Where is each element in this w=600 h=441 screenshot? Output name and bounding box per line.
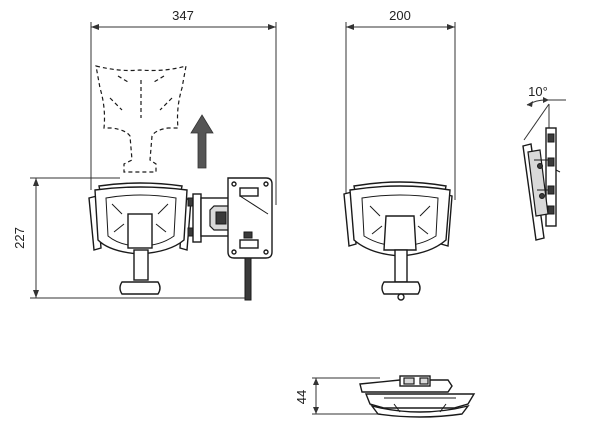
dimension-side-width: 200 <box>345 8 456 200</box>
depth-label: 44 <box>294 390 309 404</box>
dimension-front-width: 347 <box>90 8 277 205</box>
up-arrow-icon <box>190 114 214 169</box>
side-view-mount <box>343 181 453 301</box>
dimension-height: 227 <box>12 177 250 299</box>
dimension-tilt-angle: 10° <box>523 84 566 141</box>
top-view-mount <box>359 375 476 418</box>
side-width-label: 200 <box>389 8 411 23</box>
front-view-mount <box>88 182 195 295</box>
ghost-raised-position <box>95 65 187 173</box>
dimension-depth: 44 <box>294 377 380 415</box>
tilt-angle-label: 10° <box>528 84 548 99</box>
front-width-label: 347 <box>172 8 194 23</box>
tilt-view-mount <box>522 127 561 241</box>
height-label: 227 <box>12 227 27 249</box>
front-view-arm <box>192 177 273 301</box>
